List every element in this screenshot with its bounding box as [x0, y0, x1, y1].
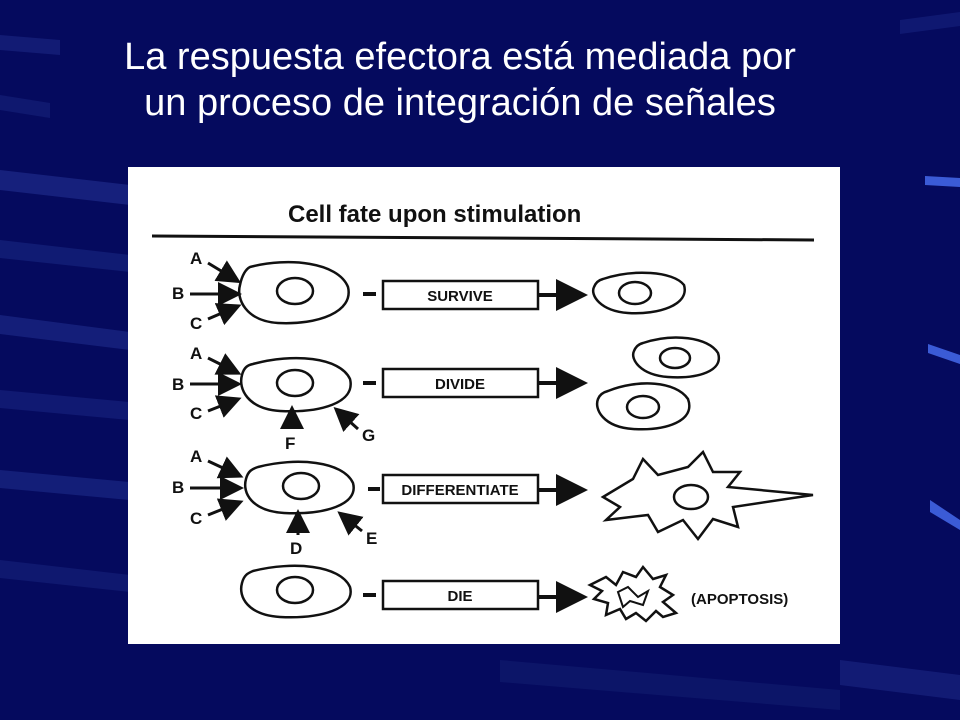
figure-title: Cell fate upon stimulation [288, 201, 581, 228]
arrow-c [207, 303, 242, 326]
fate-label-survive: SURVIVE [427, 288, 493, 305]
fate-box-differentiate [381, 473, 540, 505]
input-label-a: A [190, 447, 202, 466]
apoptotic-fragment [616, 585, 650, 609]
input-label-a: A [190, 344, 202, 363]
differentiated-cell [600, 449, 814, 542]
daughter-cell-1 [631, 336, 721, 379]
arrow-c [207, 395, 242, 418]
input-label-e: E [366, 529, 377, 548]
arrow-a [207, 456, 244, 479]
fate-label-die: DIE [447, 588, 472, 605]
apoptotic-cell [587, 564, 679, 623]
nucleus [275, 368, 315, 398]
cell-fate-figure: Cell fate upon stimulation A B C SURVIVE… [128, 167, 840, 644]
fate-box-die [381, 579, 540, 611]
apoptosis-label: (APOPTOSIS) [691, 591, 788, 608]
nucleus [275, 276, 315, 306]
fate-label-differentiate: DIFFERENTIATE [401, 482, 518, 499]
nucleus [617, 280, 653, 306]
cell [237, 261, 350, 325]
nucleus [275, 575, 315, 605]
input-label-b: B [172, 375, 184, 394]
input-label-b: B [172, 478, 184, 497]
arrow-a [207, 260, 242, 284]
row-survive: A B C SURVIVE [172, 249, 686, 333]
figure-title-rule [151, 234, 815, 242]
input-label-f: F [285, 434, 295, 453]
slide-title-line-2: un proceso de integración de señales [144, 82, 776, 124]
input-label-a: A [190, 249, 202, 268]
input-label-g: G [362, 426, 375, 445]
cell-survived [591, 271, 686, 315]
arrow-c [207, 498, 244, 521]
fate-label-divide: DIVIDE [435, 376, 485, 393]
cell-fate-diagram: Cell fate upon stimulation A B C SURVIVE… [151, 201, 815, 623]
cell [243, 460, 355, 515]
fate-box-divide [381, 367, 540, 399]
arrow-g [333, 406, 360, 432]
row-die: DIE (APOPTOSIS) [239, 564, 788, 623]
daughter-cell-2 [595, 382, 691, 431]
arrow-a [207, 353, 242, 375]
fate-box-survive [381, 279, 540, 311]
slide-title: La respuesta efectora está mediada por u… [0, 34, 920, 126]
cell [239, 564, 352, 619]
nucleus [625, 394, 661, 420]
input-label-d: D [290, 539, 302, 558]
input-label-c: C [190, 509, 202, 528]
input-label-b: B [172, 284, 184, 303]
arrow-e [337, 511, 364, 536]
row-divide: A B C F G DIVIDE [172, 336, 721, 453]
input-label-c: C [190, 314, 202, 333]
input-label-c: C [190, 404, 202, 423]
cell [239, 356, 352, 413]
slide-title-line-1: La respuesta efectora está mediada por [124, 36, 796, 78]
nucleus [281, 471, 321, 501]
row-differentiate: A B C D E DIFFERENTIATE [172, 447, 814, 558]
nucleus [658, 346, 692, 370]
nucleus [672, 483, 710, 511]
